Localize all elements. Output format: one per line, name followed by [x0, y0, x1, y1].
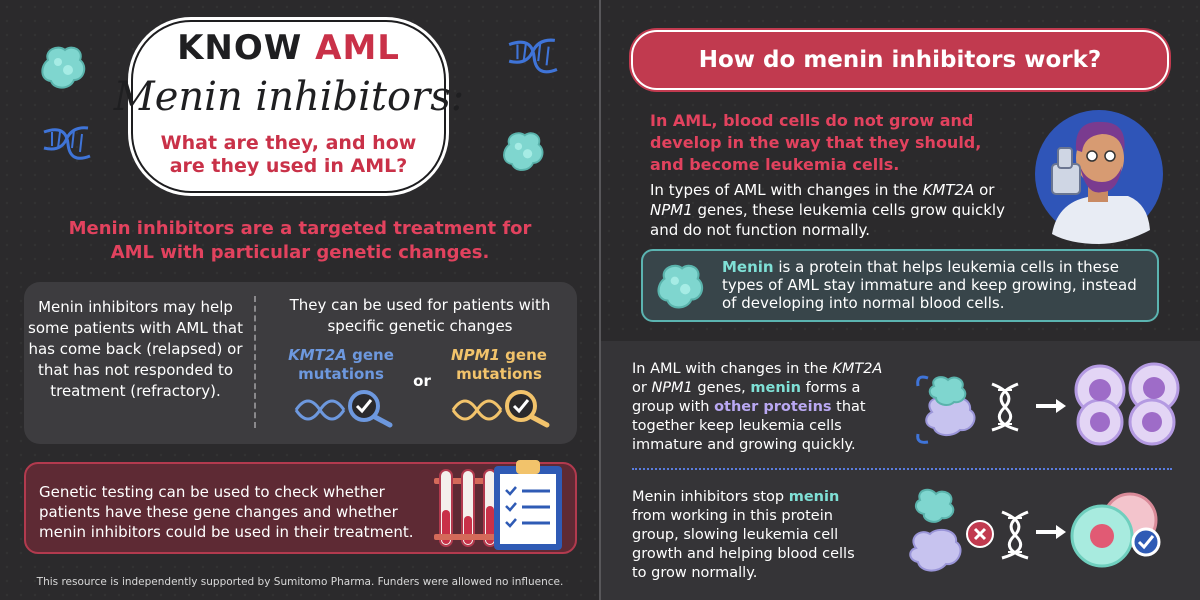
p1-a: In AML with changes in the	[632, 361, 833, 377]
p1-gene-npm1: NPM1	[651, 380, 693, 396]
gene-npm1-label: NPM1 gene mutations	[440, 346, 558, 384]
p2-a: Menin inhibitors stop	[632, 489, 789, 505]
gene-kmt2a-inline: KMT2A	[922, 181, 975, 199]
page-title: Menin inhibitors:	[113, 74, 465, 120]
healthy-cell-check-icon	[1070, 492, 1161, 568]
scientist-illustration	[1035, 110, 1163, 244]
dna-icon	[1001, 510, 1029, 560]
panel-divider	[599, 0, 601, 600]
dashed-divider	[254, 296, 256, 428]
intro-text: Menin inhibitors are a targeted treatmen…	[68, 218, 532, 263]
dna-icon	[508, 38, 558, 74]
mechanism-text-1: In AML with changes in the KMT2A or NPM1…	[632, 360, 887, 455]
leukemia-cells-icon	[1074, 362, 1180, 446]
aml-genes-text-b: or	[974, 181, 995, 199]
brand-aml: AML	[315, 28, 400, 68]
gene-npm1-name: NPM1	[451, 346, 500, 364]
brand-logo: KNOW AML	[131, 28, 446, 68]
p1-c: genes,	[692, 380, 751, 396]
testing-text: Genetic testing can be used to check whe…	[39, 483, 414, 541]
p2-b: from working in this protein group, slow…	[632, 508, 855, 581]
gene-kmt2a-label: KMT2A gene mutations	[282, 346, 400, 384]
gene-kmt2a-name: KMT2A	[288, 346, 347, 364]
menin-info-text: Menin is a protein that helps leukemia c…	[722, 258, 1152, 312]
magnifier-check-icon	[451, 390, 550, 428]
p1-gene-kmt2a: KMT2A	[832, 361, 883, 377]
p1-e: that together keep leukemia cells immatu…	[632, 399, 866, 453]
gene-npm1-suffix: gene mutations	[456, 346, 547, 383]
protein-blob-icon	[657, 264, 704, 309]
p1-other-proteins: other proteins	[714, 399, 832, 415]
gene-npm1-inline: NPM1	[650, 201, 693, 219]
aml-red-text: In AML, blood cells do not grow and deve…	[650, 111, 982, 174]
blocked-x-icon	[966, 520, 994, 548]
dna-icon	[43, 126, 91, 160]
arrow-right-icon	[1036, 399, 1066, 413]
gene-or-text: or	[413, 372, 431, 390]
aml-genes-text-c: genes, these leukemia cells grow quickly…	[650, 201, 1005, 239]
protein-blob-icon	[41, 46, 86, 89]
p1-b: or	[632, 380, 652, 396]
title-card	[131, 20, 446, 193]
info-right-text: They can be used for patients with speci…	[289, 296, 551, 335]
mechanism-text-2: Menin inhibitors stop menin from working…	[632, 488, 872, 583]
menin-info-rest: is a protein that helps leukemia cells i…	[722, 258, 1137, 312]
dna-icon	[991, 382, 1019, 432]
aml-genes-text-a: In types of AML with changes in the	[650, 181, 923, 199]
clipboard-icon	[494, 460, 562, 550]
p1-d: forms a group with	[632, 380, 861, 415]
section-heading: How do menin inhibitors work?	[631, 30, 1169, 90]
footer-disclaimer: This resource is independently supported…	[36, 576, 564, 588]
aml-genes-text: In types of AML with changes in the KMT2…	[650, 180, 1010, 240]
brand-know: KNOW	[177, 28, 303, 68]
protein-complex-icon	[916, 375, 976, 444]
menin-keyword: Menin	[722, 258, 774, 276]
p2-menin: menin	[788, 489, 840, 505]
page-subtitle: What are they, and how are they used in …	[160, 132, 417, 177]
protein-blob-icon	[503, 132, 544, 171]
p1-menin: menin	[750, 380, 801, 396]
info-left-text: Menin inhibitors may help some patients …	[28, 298, 243, 400]
test-tubes-icon	[434, 469, 502, 547]
menin-info-box	[641, 249, 1159, 322]
arrow-right-icon	[1036, 525, 1066, 539]
dotted-separator	[632, 468, 1172, 470]
magnifier-check-icon	[294, 390, 393, 428]
protein-complex-icon	[909, 488, 962, 572]
gene-kmt2a-suffix: gene mutations	[298, 346, 394, 383]
